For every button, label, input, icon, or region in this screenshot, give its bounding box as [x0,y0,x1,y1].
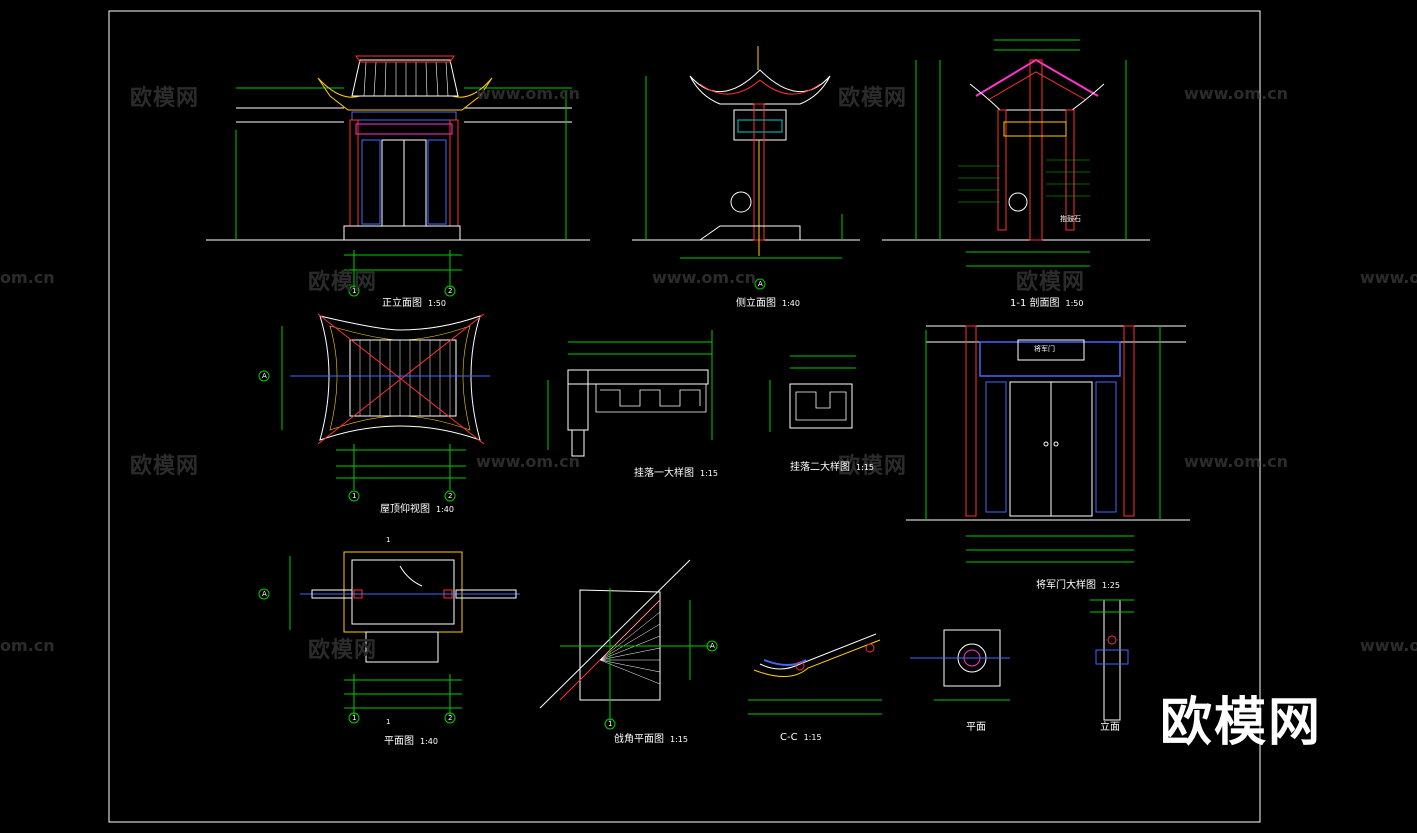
annotation-label: 抱鼓石 [1060,215,1081,223]
watermark-url: www.om.cn [1360,636,1417,655]
grid-label-a: A [710,642,715,650]
plan-detail-drawing [910,629,1010,701]
watermark-brand: 欧模网 [130,454,200,479]
grid-label-a: A [758,280,763,288]
caption-plan-detail: 平面 [966,722,986,733]
door-plaque-label: 将军门 [1034,345,1055,353]
gate-detail-drawing [906,325,1190,563]
watermark-brand: 欧模网 [838,86,908,111]
grid-label-1: 1 [352,287,357,295]
floor-plan-drawing [289,551,520,716]
grid-label-1: 1 [352,714,357,722]
roof-plan-drawing [281,313,490,490]
watermark-url: om.cn [0,636,55,655]
section-cut-label: 1 [386,536,391,544]
watermark-url: www.om.cn [1184,84,1289,103]
side-elevation-drawing [632,46,860,259]
grid-bubbles [258,278,766,730]
watermark-brand: 欧模网 [308,638,378,663]
grid-label-2: 2 [448,714,453,722]
corner-plan-drawing [539,559,712,722]
brand-logo: 欧模网 [1160,693,1323,753]
section-cut-label: 1 [386,718,391,726]
grid-label-a: A [262,372,267,380]
front-elevation-drawing [206,55,590,288]
watermark-brand: 欧模网 [308,270,378,295]
watermark-url: www.om.cn [1184,452,1289,471]
watermark-brand: 欧模网 [838,454,908,479]
grid-label-a: A [262,590,267,598]
watermark-url: www.om.cn [476,84,581,103]
section-c-drawing [748,633,882,715]
grid-label-2: 2 [448,287,453,295]
watermark-url: www.om.cn [476,452,581,471]
lattice-detail-1-drawing [547,330,713,457]
watermark-url: www.om.cn [1360,268,1417,287]
lattice-detail-2-drawing [769,355,856,432]
grid-label-2: 2 [448,492,453,500]
grid-label-1: 1 [352,492,357,500]
watermark-url: www.om.cn [652,268,757,287]
watermark-brand: 欧模网 [130,86,200,111]
grid-label-1: 1 [608,720,613,728]
elevation-detail-drawing [1090,599,1134,721]
watermark-brand: 欧模网 [1016,270,1086,295]
watermark-url: om.cn [0,268,55,287]
caption-elevation-detail: 立面 [1100,722,1120,733]
sheet-border [108,10,1261,823]
section-drawing [882,39,1150,267]
